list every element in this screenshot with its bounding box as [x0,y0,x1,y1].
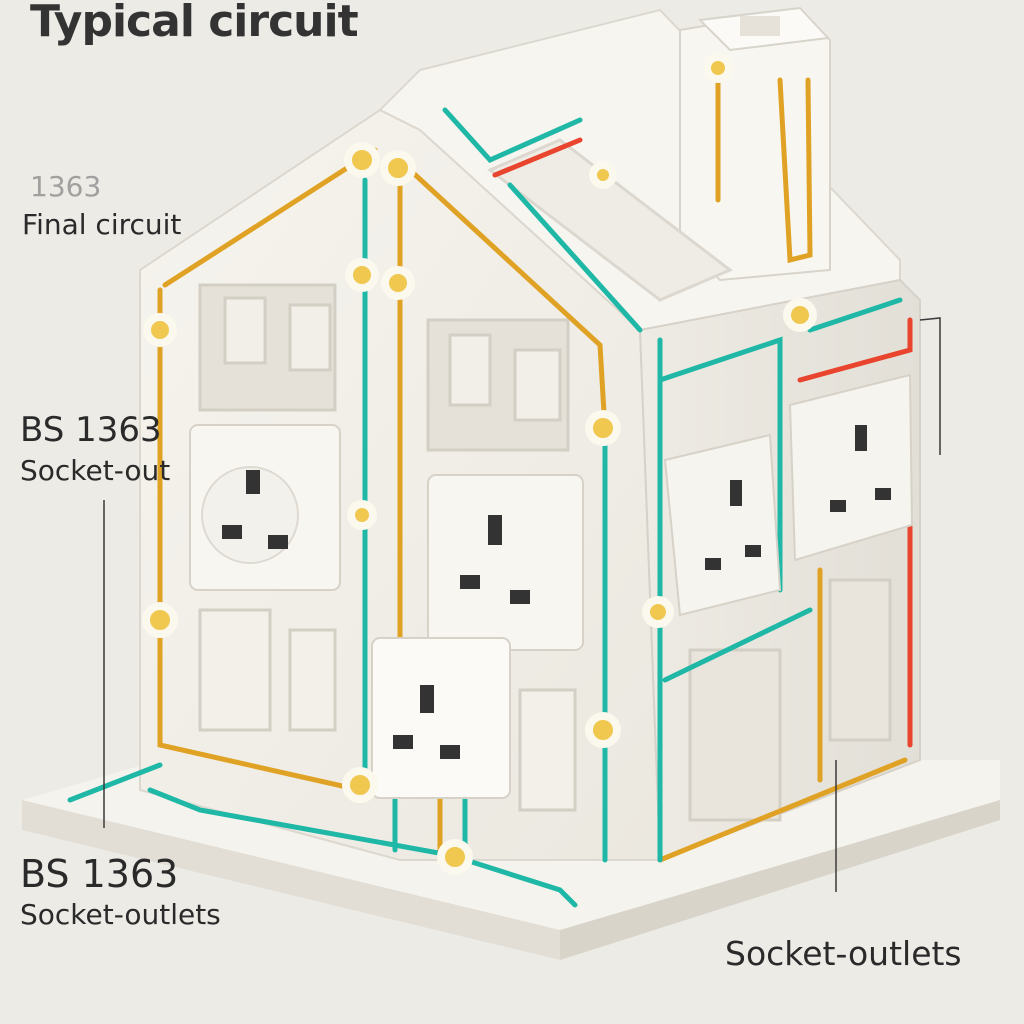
socket-outlet-side-left [665,435,780,615]
faded-standard-label: 1363 [30,170,101,203]
bs1363-label-upper: BS 1363 [20,410,162,450]
socket-out-label: Socket-out [20,454,170,487]
socket-outlet-center [428,475,583,650]
socket-outlet-left [190,425,340,590]
socket-outlets-label-right: Socket-outlets [725,934,962,973]
diagram-title: Typical circuit [30,0,358,47]
final-circuit-label: Final circuit [22,208,181,241]
socket-outlets-label-left: Socket-outlets [20,898,221,931]
socket-outlet-front-bottom [372,638,510,798]
bs1363-label-lower: BS 1363 [20,852,178,896]
